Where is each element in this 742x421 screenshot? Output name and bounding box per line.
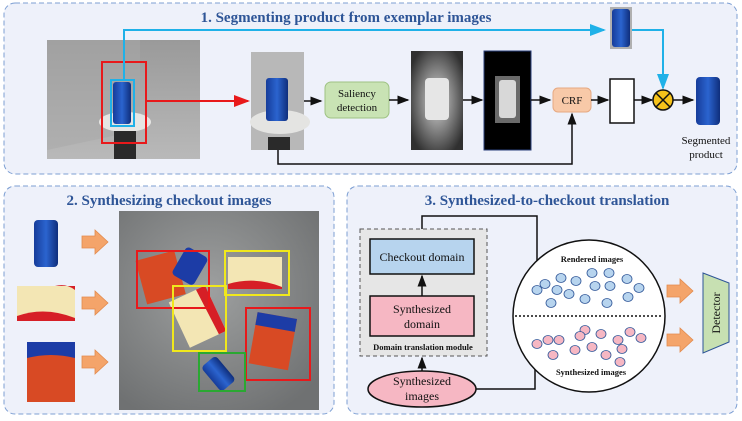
output-label-2: product: [689, 149, 723, 161]
product-snack-bag: [27, 342, 75, 402]
orange-arrow-rendered: [666, 278, 694, 304]
rendered-points: [531, 268, 645, 308]
rendered-point: [551, 285, 563, 295]
segmented-can-image: [696, 77, 720, 125]
binary-mask-image: [609, 78, 635, 124]
synthesized-point: [635, 333, 647, 343]
checkout-domain-box: [369, 238, 475, 275]
saliency-detection-block: Saliency detection: [324, 81, 390, 119]
orange-arrow-3: [81, 349, 109, 375]
masked-saliency-image: [483, 50, 532, 151]
detector-block: [702, 272, 730, 354]
rendered-point: [531, 285, 543, 295]
output-label-1: Segmented: [682, 135, 731, 147]
synthesized-images-label-2: images: [405, 389, 439, 403]
cyan-arrow-top: [123, 24, 606, 80]
synthesized-point: [569, 345, 581, 355]
panel-translation: 3. Synthesized-to-checkout translation C…: [346, 185, 738, 415]
synthesized-point: [574, 331, 586, 341]
orange-arrow-synthesized: [666, 327, 694, 353]
synthesized-point: [595, 329, 607, 339]
detector-label: Detector: [709, 292, 723, 333]
synthesized-point: [624, 327, 636, 337]
checkout-domain-label: Checkout domain: [380, 250, 465, 264]
rendered-point: [555, 273, 567, 283]
synthesized-point: [531, 339, 543, 349]
rendered-point: [563, 289, 575, 299]
saliency-map-image: [411, 51, 463, 150]
rendered-point: [604, 281, 616, 291]
synthesized-point: [586, 342, 598, 352]
synthesized-domain-label-1: Synthesized: [393, 302, 451, 316]
rendered-point: [633, 283, 645, 293]
orange-arrow-2: [81, 290, 109, 316]
synthesized-images-label: Synthesized images: [556, 367, 627, 377]
can-icon: [113, 82, 131, 124]
panel-1-title: 1. Segmenting product from exemplar imag…: [201, 10, 492, 26]
synthesized-points: [531, 325, 647, 367]
panel-segmenting: 1. Segmenting product from exemplar imag…: [3, 2, 738, 175]
rendered-point: [603, 268, 615, 278]
bbox-red-2: [245, 307, 311, 381]
cyan-arrow-down: [632, 29, 669, 90]
rendered-point: [589, 281, 601, 291]
bottom-feedback-arrow: [277, 112, 577, 165]
panel-synthesizing: 2. Synthesizing checkout images: [3, 185, 335, 415]
rendered-point: [545, 298, 557, 308]
rendered-point: [601, 298, 613, 308]
rendered-point: [570, 276, 582, 286]
rendered-images-label: Rendered images: [561, 254, 624, 264]
orange-arrow-1: [81, 229, 109, 255]
synthesized-point: [616, 344, 628, 354]
multiply-operator-icon: [652, 89, 674, 111]
synthesized-domain-box: [369, 295, 475, 337]
product-tissue: [17, 285, 75, 321]
cropped-image: [250, 52, 310, 150]
exemplar-can-crop: [610, 7, 632, 49]
crf-block: CRF: [552, 87, 592, 113]
module-label: Domain translation module: [373, 342, 473, 352]
crf-label: CRF: [562, 95, 583, 107]
synthesized-point: [612, 335, 624, 345]
panel-2-title: 2. Synthesizing checkout images: [66, 193, 271, 209]
cyan-crop-box: [110, 79, 135, 127]
synthesized-checkout-image: [119, 211, 319, 410]
rendered-point: [622, 292, 634, 302]
synthesized-point: [547, 350, 559, 360]
saliency-label-1: Saliency: [338, 88, 376, 100]
synthesized-images-label-1: Synthesized: [393, 374, 451, 388]
saliency-label-2: detection: [337, 102, 378, 114]
synthesized-point: [600, 350, 612, 360]
rendered-point: [621, 274, 633, 284]
arrow-checkout-to-rendered: [421, 215, 542, 283]
rendered-point: [586, 268, 598, 278]
bbox-green-1: [198, 352, 246, 392]
synthesized-point: [553, 335, 565, 345]
panel-3-title: 3. Synthesized-to-checkout translation: [425, 193, 670, 209]
product-can: [34, 220, 58, 267]
bbox-yellow-2: [172, 285, 227, 352]
synthesized-domain-label-2: domain: [404, 317, 440, 331]
rendered-point: [539, 279, 551, 289]
synthesized-point: [614, 357, 626, 367]
rendered-point: [579, 294, 591, 304]
bbox-yellow-1: [224, 250, 290, 296]
synthesized-point: [542, 335, 554, 345]
